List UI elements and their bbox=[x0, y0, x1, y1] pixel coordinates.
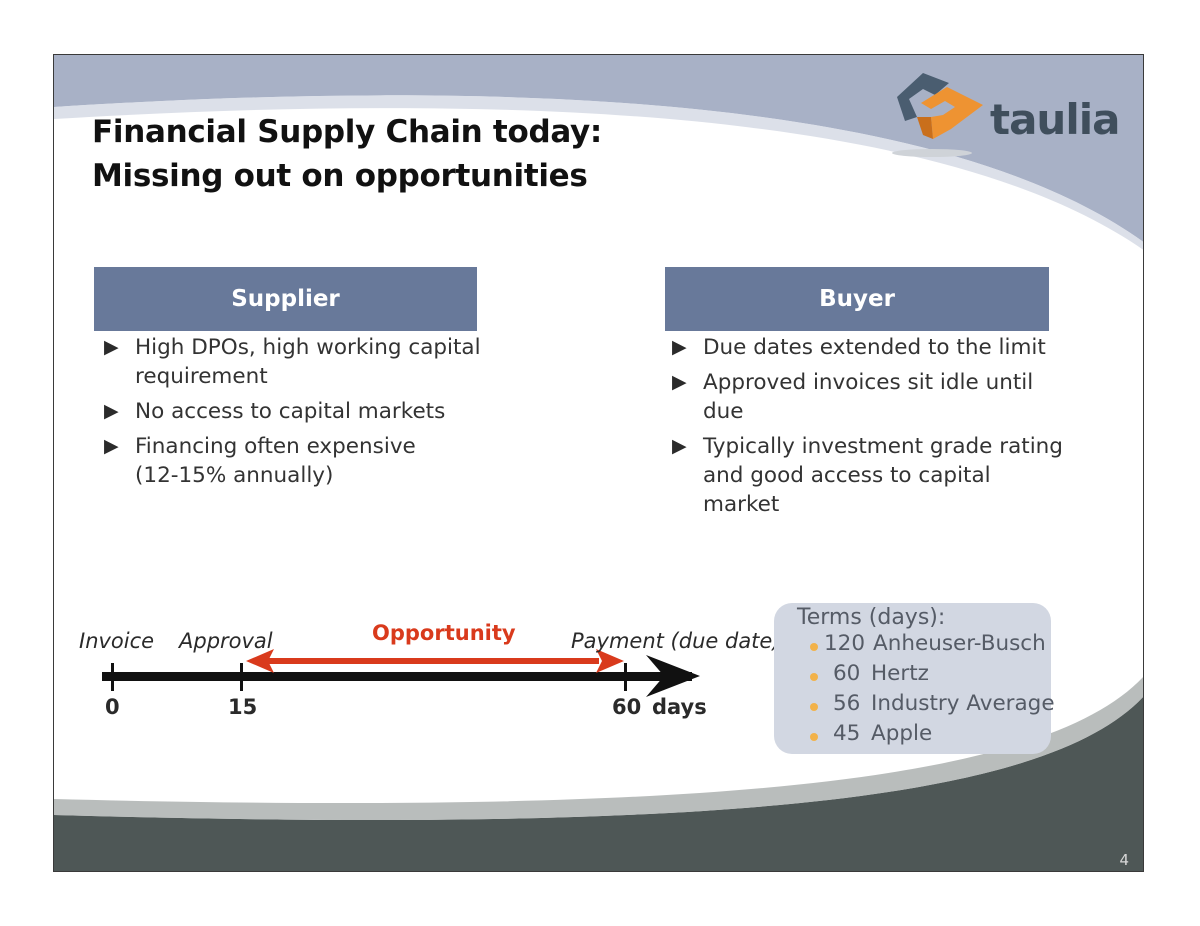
term-value: 56 bbox=[833, 691, 861, 716]
list-item: 60 Hertz bbox=[810, 659, 1055, 689]
bullet-dot-icon bbox=[810, 643, 818, 651]
term-value: 120 bbox=[824, 631, 866, 656]
list-item: 120 Anheuser-Busch bbox=[810, 629, 1055, 659]
list-item: 56 Industry Average bbox=[810, 689, 1055, 719]
terms-box: Terms (days): 120 Anheuser-Busch 60 Hert… bbox=[774, 603, 1055, 754]
bullet-dot-icon bbox=[810, 703, 818, 711]
bottom-swoosh-highlight bbox=[54, 677, 1143, 820]
top-swoosh-highlight bbox=[54, 95, 1143, 250]
brand-name: taulia bbox=[990, 95, 1120, 144]
list-item: ▶ High DPOs, high working capital requir… bbox=[104, 335, 481, 389]
approval-label: Approval bbox=[179, 629, 273, 653]
background-swooshes bbox=[54, 55, 1143, 871]
timeline-axis bbox=[102, 672, 692, 681]
term-name: Anheuser-Busch bbox=[873, 631, 1046, 656]
bottom-swoosh bbox=[54, 697, 1143, 871]
tick-0 bbox=[111, 663, 114, 691]
tick-60 bbox=[624, 663, 627, 691]
list-item: ▶ Typically investment grade rating and … bbox=[672, 434, 1063, 517]
opportunity-label: Opportunity bbox=[372, 621, 516, 645]
unit-label: days bbox=[652, 695, 707, 719]
tick-15 bbox=[240, 663, 243, 691]
tick-label-60: 60 bbox=[612, 695, 642, 719]
timeline-graphic bbox=[102, 649, 700, 697]
buyer-bullets: ▶ Due dates extended to the limit ▶ Appr… bbox=[672, 333, 1072, 525]
list-item: ▶ No access to capital markets bbox=[104, 399, 446, 424]
taulia-logo-icon bbox=[892, 73, 983, 157]
tick-label-15: 15 bbox=[228, 695, 258, 719]
top-swoosh bbox=[54, 55, 1143, 242]
bullet-dot-icon bbox=[810, 673, 818, 681]
title-line-1: Financial Supply Chain today: bbox=[92, 114, 603, 150]
timeline-arrow-icon bbox=[646, 655, 700, 697]
bullet-arrow-icon: ▶ bbox=[672, 371, 687, 393]
supplier-header: Supplier bbox=[94, 267, 477, 331]
term-value: 60 bbox=[833, 661, 861, 686]
bullet-arrow-icon: ▶ bbox=[104, 400, 119, 422]
term-name: Industry Average bbox=[871, 691, 1055, 716]
opportunity-arrow-left-icon bbox=[246, 649, 274, 673]
page-number: 4 bbox=[1119, 851, 1129, 869]
tick-label-0: 0 bbox=[105, 695, 120, 719]
bullet-arrow-icon: ▶ bbox=[104, 435, 119, 457]
bullet-arrow-icon: ▶ bbox=[672, 435, 687, 457]
list-item: ▶ Approved invoices sit idle until due bbox=[672, 370, 1034, 424]
bullet-dot-icon bbox=[810, 733, 818, 741]
terms-list: 120 Anheuser-Busch 60 Hertz 56 Industry … bbox=[810, 629, 1055, 749]
term-name: Apple bbox=[871, 721, 933, 746]
invoice-label: Invoice bbox=[79, 629, 155, 653]
bullet-arrow-icon: ▶ bbox=[672, 336, 687, 358]
bullet-arrow-icon: ▶ bbox=[104, 336, 119, 358]
buyer-header: Buyer bbox=[665, 267, 1049, 331]
term-name: Hertz bbox=[871, 661, 929, 686]
slide: Financial Supply Chain today: Missing ou… bbox=[53, 54, 1144, 872]
list-item: 45 Apple bbox=[810, 719, 1055, 749]
taulia-logo: taulia bbox=[887, 65, 1120, 165]
term-value: 45 bbox=[833, 721, 861, 746]
opportunity-arrow-right-icon bbox=[596, 649, 624, 673]
payment-label: Payment (due date) bbox=[571, 629, 781, 653]
terms-title: Terms (days): bbox=[797, 605, 946, 630]
page-title: Financial Supply Chain today: Missing ou… bbox=[92, 110, 602, 198]
supplier-bullets: ▶ High DPOs, high working capital requir… bbox=[104, 333, 484, 496]
list-item: ▶ Financing often expensive (12-15% annu… bbox=[104, 434, 416, 488]
list-item: ▶ Due dates extended to the limit bbox=[672, 335, 1046, 360]
title-line-2: Missing out on opportunities bbox=[92, 158, 588, 194]
